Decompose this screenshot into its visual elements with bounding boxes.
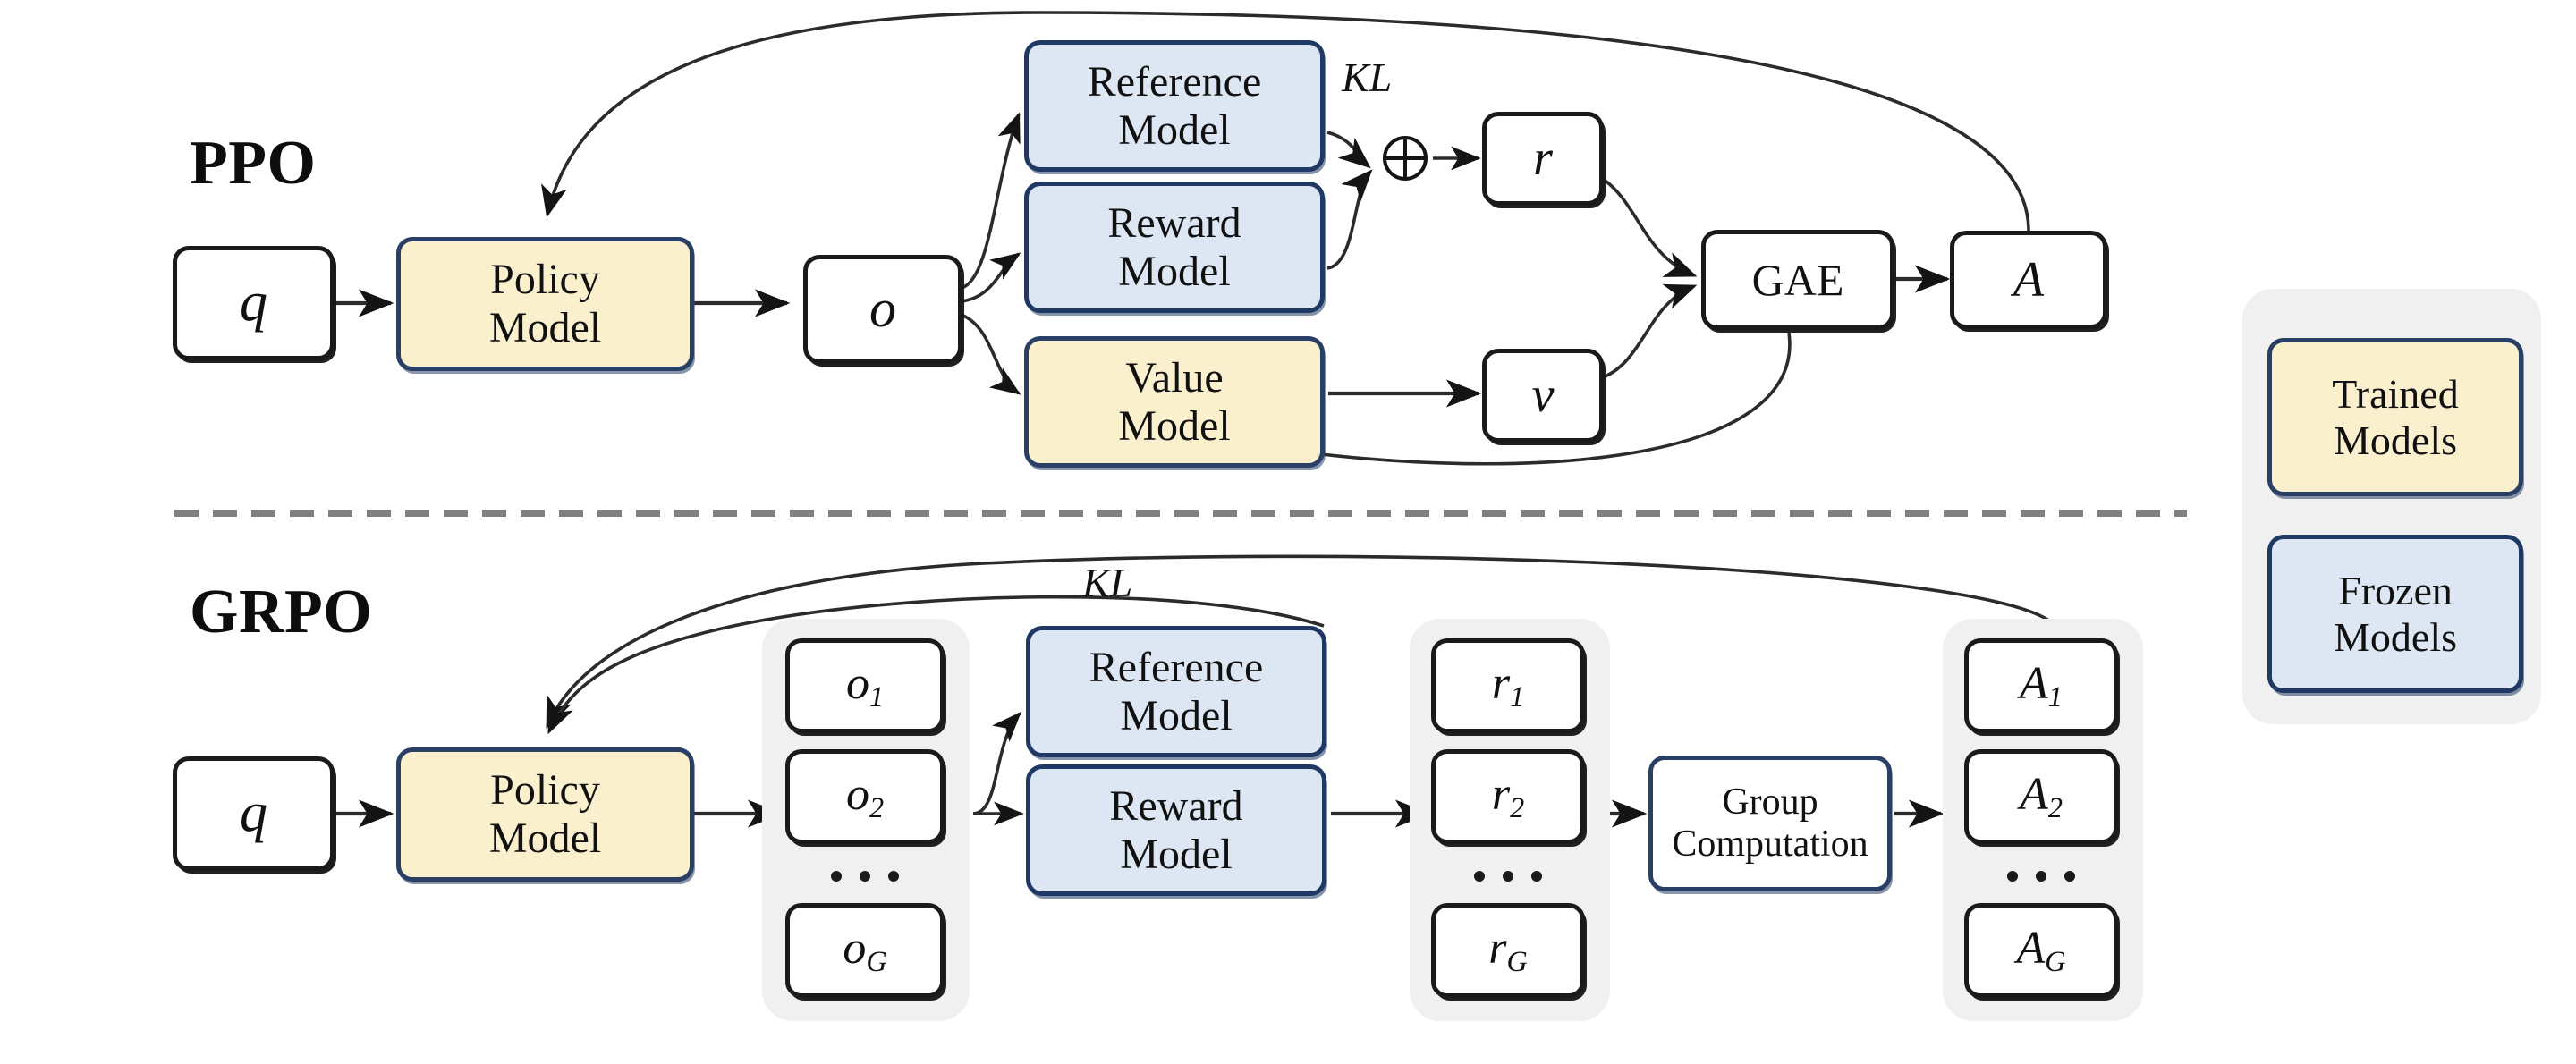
grpo-output-label-2: o2 xyxy=(845,769,885,824)
grpo-advantage-label-2: A2 xyxy=(2020,769,2063,824)
ppo-node-advantage: A xyxy=(1950,231,2107,329)
grpo-query-label: q xyxy=(240,782,267,844)
grpo-reward-item-g: rG xyxy=(1431,903,1585,998)
legend-trained-label-line1: Trained xyxy=(2332,370,2459,417)
ppo-gae-label: GAE xyxy=(1751,255,1844,305)
legend-frozen-label-line1: Frozen xyxy=(2338,567,2453,613)
grpo-advantage-item-1: A1 xyxy=(1964,638,2118,733)
ppo-node-value-model: Value Model xyxy=(1024,336,1325,468)
ppo-reference-model-label-line2: Model xyxy=(1118,106,1231,154)
ppo-node-reward: r xyxy=(1482,112,1604,206)
section-title-ppo: PPO xyxy=(190,129,317,198)
grpo-node-reward-model: Reward Model xyxy=(1026,764,1326,896)
ppo-node-query: q xyxy=(173,246,335,360)
legend-frozen-label-line2: Models xyxy=(2334,613,2457,660)
grpo-policy-model-label-line2: Model xyxy=(488,815,602,862)
grpo-reward-model-label-line1: Reward xyxy=(1109,781,1243,830)
legend-item-trained-models: Trained Models xyxy=(2267,338,2523,496)
ppo-reward-model-label-line1: Reward xyxy=(1107,198,1241,247)
grpo-node-query: q xyxy=(173,756,335,871)
grpo-reward-item-1: r1 xyxy=(1431,638,1585,733)
ppo-node-output: o xyxy=(803,255,962,364)
grpo-policy-model-label-line1: Policy xyxy=(490,766,600,815)
ppo-reward-model-label-line2: Model xyxy=(1118,247,1231,295)
ppo-reward-label: r xyxy=(1533,131,1553,187)
section-divider xyxy=(174,510,2187,517)
ppo-node-policy-model: Policy Model xyxy=(396,237,694,371)
grpo-output-item-g: oG xyxy=(785,903,945,998)
grpo-advantage-label-1: A1 xyxy=(2020,658,2063,714)
grpo-advantage-item-2: A2 xyxy=(1964,749,2118,844)
grpo-output-item-2: o2 xyxy=(785,749,945,844)
grpo-outputs-ellipsis xyxy=(785,858,945,894)
ppo-reference-model-label-line1: Reference xyxy=(1087,57,1262,106)
ppo-advantage-label: A xyxy=(2012,251,2045,308)
ppo-edge-label-kl: KL xyxy=(1342,55,1393,100)
grpo-reference-model-label-line1: Reference xyxy=(1089,643,1264,691)
ppo-node-reference-model: Reference Model xyxy=(1024,40,1325,172)
kl-combine-operator-glyph xyxy=(1383,136,1428,181)
grpo-reward-label-2: r2 xyxy=(1491,769,1525,824)
grpo-reward-label-1: r1 xyxy=(1491,658,1525,714)
grpo-output-label-g: oG xyxy=(843,923,887,978)
grpo-node-policy-model: Policy Model xyxy=(396,747,694,882)
ppo-policy-model-label-line1: Policy xyxy=(490,256,600,304)
grpo-output-item-1: o1 xyxy=(785,638,945,733)
grpo-edge-label-kl: KL xyxy=(1082,560,1133,605)
grpo-reward-item-2: r2 xyxy=(1431,749,1585,844)
legend-trained-label-line2: Models xyxy=(2334,417,2457,463)
grpo-node-group-computation: Group Computation xyxy=(1648,756,1892,891)
grpo-reward-label-g: rG xyxy=(1488,923,1528,978)
ppo-value-model-label-line1: Value xyxy=(1125,353,1224,401)
grpo-advantage-item-g: AG xyxy=(1964,903,2118,998)
grpo-advantage-label-g: AG xyxy=(2016,923,2066,978)
ppo-node-value: v xyxy=(1482,349,1604,443)
ppo-node-reward-model: Reward Model xyxy=(1024,182,1325,313)
ppo-query-label: q xyxy=(240,272,267,334)
ppo-node-gae: GAE xyxy=(1701,230,1894,330)
grpo-group-computation-label-line1: Group xyxy=(1722,781,1818,823)
ppo-value-model-label-line2: Model xyxy=(1118,401,1231,450)
legend-item-frozen-models: Frozen Models xyxy=(2267,535,2523,693)
grpo-advantages-ellipsis xyxy=(1964,858,2118,894)
section-title-grpo: GRPO xyxy=(190,578,373,646)
ppo-policy-model-label-line2: Model xyxy=(488,304,602,351)
grpo-output-label-1: o1 xyxy=(845,658,885,714)
grpo-group-computation-label-line2: Computation xyxy=(1672,823,1868,865)
ppo-output-label: o xyxy=(869,279,896,339)
grpo-reference-model-label-line2: Model xyxy=(1120,691,1233,739)
grpo-rewards-ellipsis xyxy=(1431,858,1585,894)
ppo-value-label: v xyxy=(1531,367,1555,424)
grpo-node-reference-model: Reference Model xyxy=(1026,626,1326,757)
grpo-reward-model-label-line2: Model xyxy=(1120,830,1233,878)
